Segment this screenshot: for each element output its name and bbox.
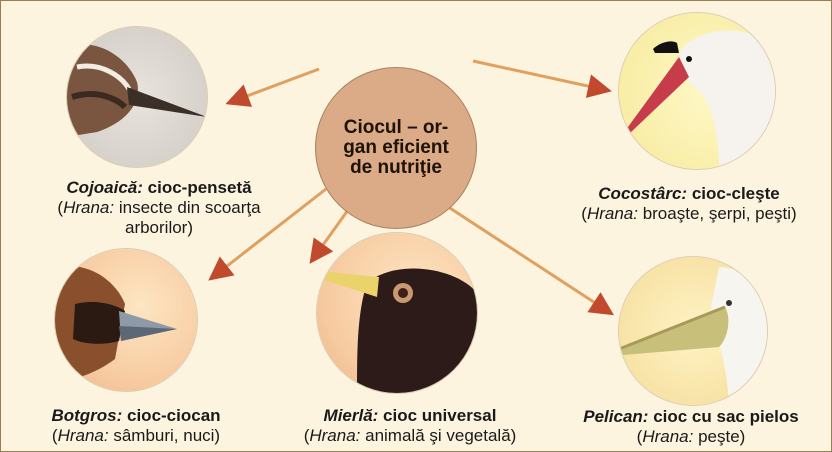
beak-type: cioc-ciocan xyxy=(122,406,220,425)
bird-name: Cocostârc: xyxy=(598,184,687,203)
beak-type: cioc-pensetă xyxy=(143,178,252,197)
caption-pelican: Pelican: cioc cu sac pielos (Hrana: peşt… xyxy=(549,407,832,447)
caption-pelican-title: Pelican: cioc cu sac pielos xyxy=(549,407,832,427)
food-label: Hrana: xyxy=(58,426,109,445)
beak-type: cioc universal xyxy=(378,406,496,425)
beak-type: cioc-cleşte xyxy=(687,184,780,203)
central-concept-text: Ciocul – or-gan eficient de nutriţie xyxy=(341,118,451,178)
mierla-image xyxy=(317,233,477,393)
caption-cojoaica-food: (Hrana: insecte din scoarţa xyxy=(9,198,309,218)
caption-botgros-food: (Hrana: sâmburi, nuci) xyxy=(1,426,271,446)
food-text: broaşte, şerpi, peşti) xyxy=(638,204,797,223)
food-text-line2: arborilor) xyxy=(9,218,309,238)
bird-name: Cojoaică: xyxy=(66,178,143,197)
caption-cocostarc: Cocostârc: cioc-cleşte (Hrana: broaşte, … xyxy=(547,184,831,224)
caption-pelican-food: (Hrana: peşte) xyxy=(549,427,832,447)
arrow-to-cojoaica xyxy=(231,69,319,102)
food-label: Hrana: xyxy=(63,198,114,217)
caption-mierla: Mierlă: cioc universal (Hrana: animală ş… xyxy=(269,406,551,446)
bird-name: Mierlă: xyxy=(324,406,379,425)
caption-mierla-food: (Hrana: animală şi vegetală) xyxy=(269,426,551,446)
caption-mierla-title: Mierlă: cioc universal xyxy=(269,406,551,426)
caption-botgros: Botgros: cioc-ciocan (Hrana: sâmburi, nu… xyxy=(1,406,271,446)
botgros-image xyxy=(55,249,197,391)
arrow-to-cocostarc xyxy=(473,61,606,90)
food-text: animală şi vegetală) xyxy=(360,426,516,445)
caption-cocostarc-food: (Hrana: broaşte, şerpi, peşti) xyxy=(547,204,831,224)
caption-cocostarc-title: Cocostârc: cioc-cleşte xyxy=(547,184,831,204)
caption-cojoaica: Cojoaică: cioc-pensetă (Hrana: insecte d… xyxy=(9,178,309,238)
food-text: sâmburi, nuci) xyxy=(109,426,220,445)
food-label: Hrana: xyxy=(309,426,360,445)
food-text: peşte) xyxy=(693,427,745,446)
central-concept: Ciocul – or-gan eficient de nutriţie xyxy=(315,67,477,229)
bird-name: Pelican: xyxy=(583,407,648,426)
cojoaica-image xyxy=(67,27,207,167)
cocostarc-image xyxy=(619,13,775,169)
food-text: insecte din scoarţa xyxy=(114,198,260,217)
beak-type: cioc cu sac pielos xyxy=(648,407,798,426)
food-label: Hrana: xyxy=(642,427,693,446)
caption-botgros-title: Botgros: cioc-ciocan xyxy=(1,406,271,426)
pelican-image xyxy=(619,257,767,405)
caption-cojoaica-title: Cojoaică: cioc-pensetă xyxy=(9,178,309,198)
bird-name: Botgros: xyxy=(51,406,122,425)
food-label: Hrana: xyxy=(587,204,638,223)
